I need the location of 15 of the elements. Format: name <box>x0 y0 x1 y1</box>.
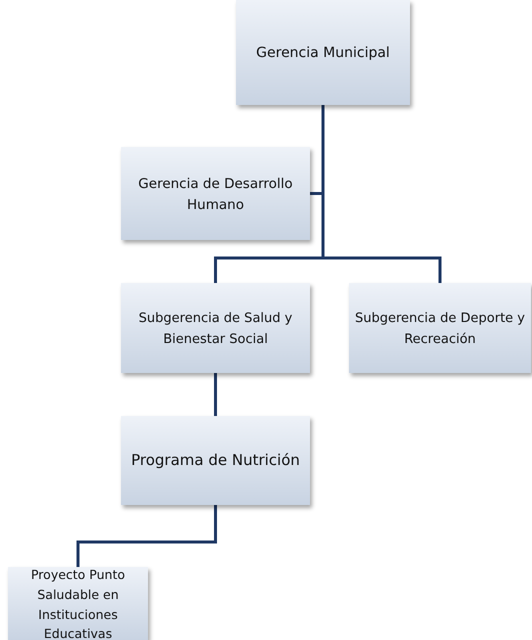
org-box <box>349 283 531 373</box>
connector-line <box>76 505 217 567</box>
box-label: Proyecto Punto Saludable en Instituciones Educativas <box>30 566 126 640</box>
box-label: Subgerencia de Deporte y Recreación <box>354 311 525 347</box>
org-box <box>121 147 310 240</box>
connector-line <box>322 105 442 283</box>
org-box <box>121 416 310 505</box>
box-label: Gerencia Municipal <box>256 45 390 62</box>
org-box <box>236 0 410 105</box>
org-box <box>8 567 148 640</box>
connector-line <box>214 373 217 416</box>
org-box <box>121 283 310 373</box>
box-label: Programa de Nutrición <box>131 451 300 470</box>
box-label: Gerencia de Desarrollo Humano <box>138 176 293 212</box>
box-label: Subgerencia de Salud y Bienestar Social <box>138 311 292 347</box>
